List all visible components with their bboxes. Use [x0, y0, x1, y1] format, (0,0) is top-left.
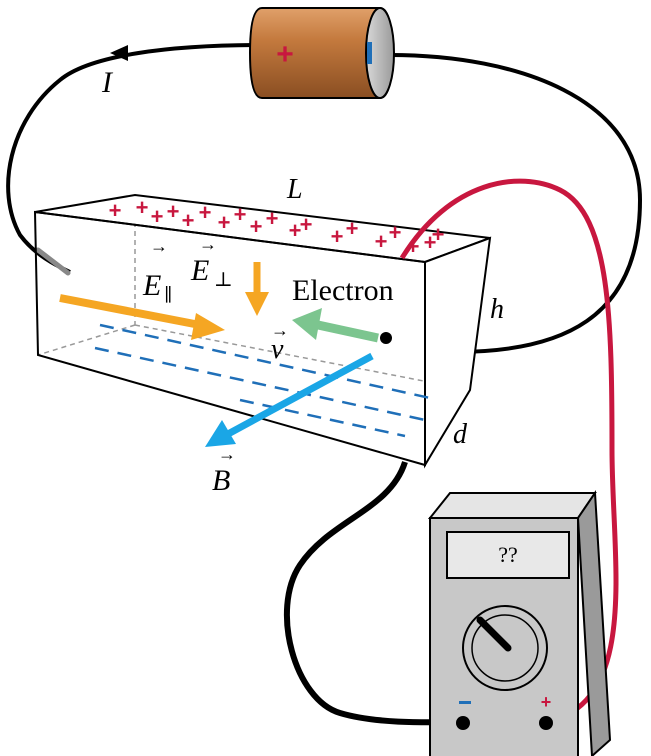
svg-text:→: → — [199, 234, 217, 254]
minus-charge-row — [239, 398, 406, 438]
multimeter: + ?? — [427, 490, 612, 756]
velocity-arrow — [292, 308, 379, 343]
plus-charge: + — [234, 202, 247, 227]
svg-text:E: E — [190, 254, 209, 287]
svg-text:∥: ∥ — [164, 285, 172, 305]
svg-text:→: → — [271, 320, 289, 340]
height-label: h — [490, 294, 504, 325]
plus-charge: + — [199, 200, 212, 225]
svg-text:B: B — [212, 464, 230, 497]
plus-charge: + — [182, 208, 195, 233]
wire-end-stub — [35, 247, 71, 276]
battery: + — [248, 7, 395, 99]
svg-text:E: E — [142, 269, 161, 302]
circuit-wire-right — [389, 53, 643, 354]
svg-text:⊥: ⊥ — [214, 269, 233, 291]
plus-charge: + — [151, 204, 164, 229]
plus-charge: + — [300, 212, 313, 237]
electron-label: Electron — [292, 274, 394, 307]
svg-text:→: → — [218, 444, 236, 464]
meter-plus-label: + — [541, 692, 552, 712]
plus-charge: + — [218, 210, 231, 235]
minus-charge-row — [94, 346, 426, 422]
e-parallel-arrow — [59, 294, 225, 340]
e-perp-label: → E ⊥ — [190, 234, 233, 291]
battery-plus-label: + — [276, 38, 294, 71]
meter-terminal-minus — [456, 716, 470, 730]
plus-charge: + — [389, 220, 402, 245]
plus-charge: + — [250, 214, 263, 239]
meter-minus-mark — [459, 701, 471, 704]
svg-text:→: → — [150, 236, 168, 256]
probe-wire-red — [399, 178, 619, 725]
conductor-slab — [33, 193, 492, 469]
meter-terminal-plus — [539, 716, 553, 730]
b-field-arrow — [205, 352, 374, 447]
plus-charge: + — [109, 198, 122, 223]
plus-charge: + — [266, 206, 279, 231]
velocity-label: → v — [271, 320, 289, 365]
current-arrowhead — [110, 45, 128, 61]
electron-dot — [380, 332, 392, 344]
e-perp-arrow — [245, 262, 269, 316]
plus-charge: + — [136, 195, 149, 220]
plus-charge: + — [346, 216, 359, 241]
minus-charge-row — [99, 323, 431, 400]
meter-display-text: ?? — [498, 542, 518, 567]
negative-charges — [94, 323, 431, 438]
e-parallel-label: → E ∥ — [142, 236, 172, 305]
meter-display — [446, 531, 570, 579]
plus-charge: + — [375, 229, 388, 254]
current-label: I — [101, 66, 114, 99]
plus-charge: + — [331, 224, 344, 249]
positive-charges: + + + + + + + + + + + + + + + + + + + — [109, 195, 445, 259]
b-field-label: → B — [212, 444, 236, 497]
depth-label: d — [453, 419, 468, 450]
probe-wire-black — [283, 461, 463, 726]
length-label: L — [286, 174, 303, 205]
plus-charge: + — [167, 199, 180, 224]
circuit-wire-left — [6, 43, 263, 274]
plus-charge: + — [424, 230, 437, 255]
plus-charge: + — [432, 222, 445, 247]
dial-knob — [476, 616, 512, 652]
svg-text:v: v — [271, 334, 284, 365]
plus-charge: + — [289, 218, 302, 243]
battery-minus-mark — [367, 42, 372, 64]
